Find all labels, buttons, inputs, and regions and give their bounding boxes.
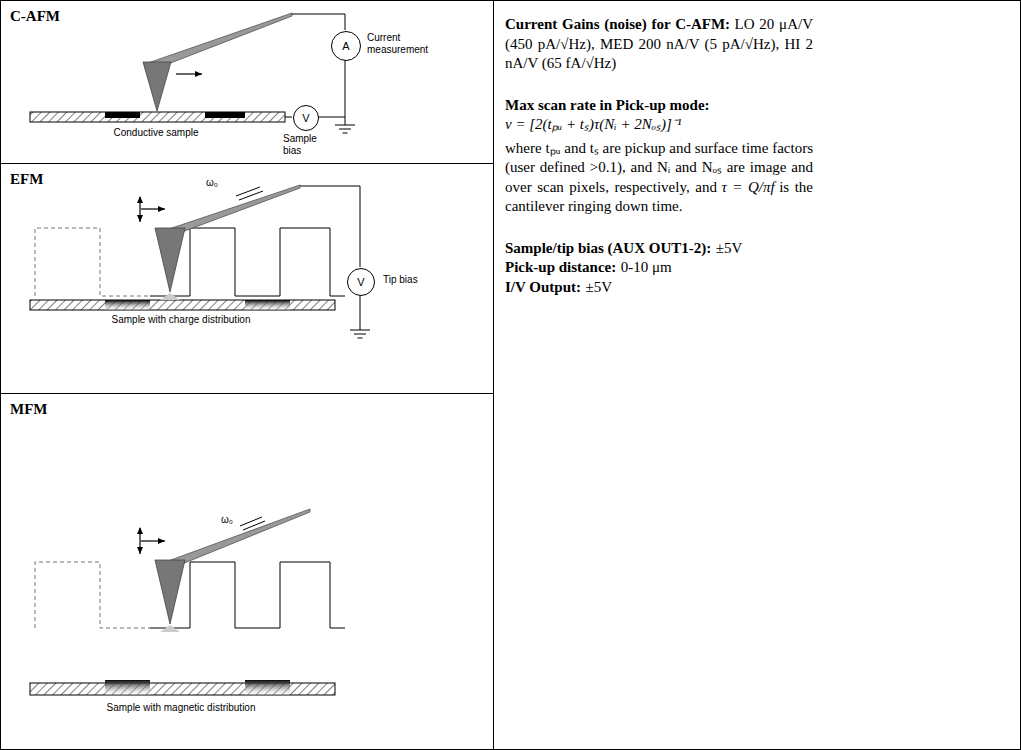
symbol-letter: A: [342, 41, 349, 52]
spec-paragraph: Sample/tip bias (AUX OUT1-2): ±5V: [505, 239, 813, 259]
mode-cell: EFM V: [0, 163, 494, 394]
mode-heading: C-AFM: [10, 8, 60, 25]
mode-cell: MFM: [0, 393, 494, 750]
figure-label: ω₀: [220, 514, 234, 526]
symbol-letter: V: [357, 277, 364, 288]
spec-paragraph: Pick-up distance: 0-10 μm: [505, 258, 813, 278]
figure-label: Current measurement: [366, 32, 440, 55]
spec-value: τ = Q/πf: [721, 179, 774, 195]
spec-paragraph: I/V Output: ±5V: [505, 278, 813, 298]
spec-paragraph: Current Gains (noise) for C-AFM:LO 20 μA…: [505, 15, 813, 74]
spec-heading: Current Gains (noise) for C-AFM:: [505, 16, 730, 32]
cafm-figure: [30, 13, 355, 133]
spec-value: ±5V: [716, 240, 743, 256]
spec-value: 0-10 μm: [621, 259, 672, 275]
mfm-figure: [30, 509, 345, 695]
spec-value: ±5V: [586, 279, 613, 295]
figure-label: Sample with charge distribution: [75, 314, 287, 326]
voltage-source-symbol: V: [347, 268, 375, 296]
spec-paragraph: ν = [2(tₚᵤ + tₛ)τ(Nᵢ + 2Nₒₛ)]⁻¹: [505, 115, 813, 135]
figure-label: Conductive sample: [80, 127, 232, 139]
spec-heading: Pick-up distance:: [505, 259, 616, 275]
spec-heading: I/V Output:: [505, 279, 581, 295]
spec-heading: Max scan rate in Pick-up mode:: [505, 97, 710, 113]
figure-label: Sample with magnetic distribution: [70, 702, 292, 714]
spec-cell: Current Gains (noise) for C-AFM:LO 20 μA…: [493, 0, 1021, 750]
efm-figure: [30, 185, 370, 338]
mode-cell: C-AFM A V: [0, 0, 494, 164]
symbol-letter: V: [302, 113, 309, 124]
spec-paragraph: Max scan rate in Pick-up mode:: [505, 96, 813, 116]
figure-label: ω₀: [205, 177, 219, 189]
voltage-source-symbol: V: [293, 105, 319, 131]
figure-label: Sample bias: [282, 133, 326, 156]
spec-heading: Sample/tip bias (AUX OUT1-2):: [505, 240, 711, 256]
spec-text: Current Gains (noise) for C-AFM:LO 20 μA…: [505, 15, 813, 297]
spec-value: ν = [2(tₚᵤ + tₛ)τ(Nᵢ + 2Nₒₛ)]⁻¹: [505, 116, 681, 132]
spec-paragraph: where tₚᵤ and tₛ are pickup and surface …: [505, 139, 813, 217]
figure-label: Tip bias: [382, 274, 419, 286]
mode-heading: MFM: [10, 401, 47, 418]
ammeter-symbol: A: [331, 31, 361, 61]
mode-heading: EFM: [10, 171, 43, 188]
